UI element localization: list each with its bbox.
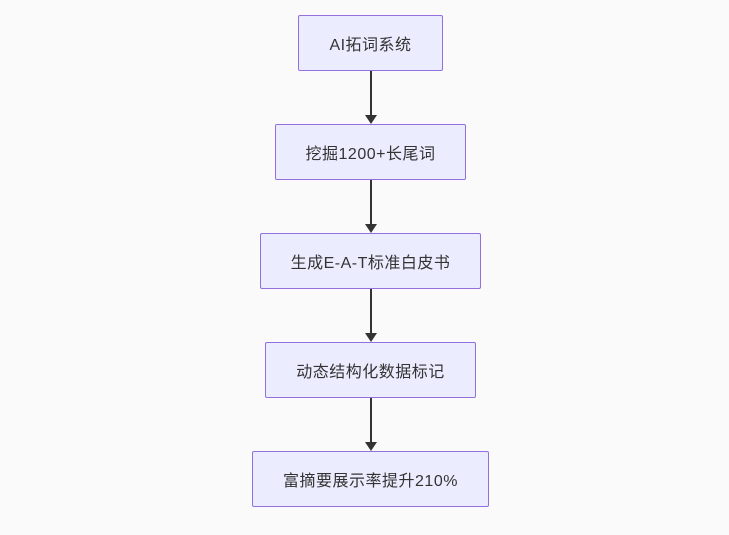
flowchart: AI拓词系统挖掘1200+长尾词生成E-A-T标准白皮书动态结构化数据标记富摘要… — [6, 15, 729, 507]
flow-node-n5: 富摘要展示率提升210% — [252, 451, 489, 507]
flow-node-n4: 动态结构化数据标记 — [265, 342, 476, 398]
arrow-line — [369, 289, 372, 334]
arrow-line — [369, 71, 372, 116]
flow-arrow — [364, 398, 377, 451]
flow-node-n2: 挖掘1200+长尾词 — [274, 124, 467, 180]
flow-arrow — [364, 289, 377, 342]
flow-node-label: AI拓词系统 — [329, 37, 412, 54]
flow-arrow — [364, 71, 377, 124]
arrowhead-icon — [364, 442, 377, 451]
flow-node-n1: AI拓词系统 — [298, 15, 443, 71]
flow-node-label: 动态结构化数据标记 — [296, 364, 445, 381]
flow-node-label: 生成E-A-T标准白皮书 — [290, 255, 451, 272]
arrowhead-icon — [364, 333, 377, 342]
arrowhead-icon — [364, 224, 377, 233]
flow-node-label: 挖掘1200+长尾词 — [305, 146, 436, 163]
arrowhead-icon — [364, 115, 377, 124]
flow-node-n3: 生成E-A-T标准白皮书 — [259, 233, 482, 289]
arrow-line — [369, 398, 372, 443]
flow-node-label: 富摘要展示率提升210% — [283, 473, 458, 490]
arrow-line — [369, 180, 372, 225]
flow-arrow — [364, 180, 377, 233]
